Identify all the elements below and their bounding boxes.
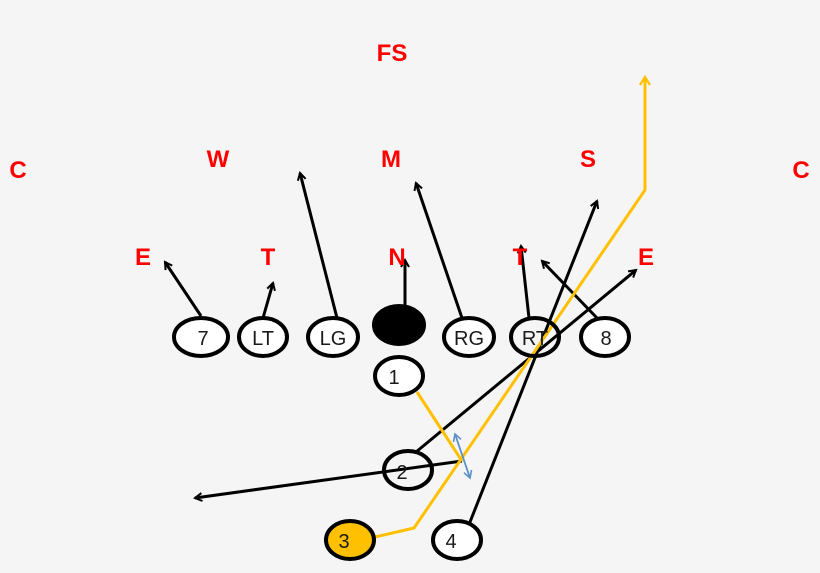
player-center	[372, 304, 426, 346]
player-lg	[306, 316, 360, 358]
route-4	[468, 201, 597, 523]
route-3-ball	[374, 74, 651, 539]
route-2-pitch	[195, 459, 463, 498]
player-4-label: 4	[445, 531, 456, 553]
defender-sam: S	[580, 146, 596, 173]
defender-end-left: E	[135, 244, 151, 271]
defender-corner-left: C	[9, 157, 26, 184]
player-8-label: 8	[600, 328, 611, 350]
route-lt	[261, 283, 273, 319]
defender-fs: FS	[377, 40, 408, 67]
player-1-label: 1	[388, 367, 399, 389]
player-7-label: 7	[197, 328, 208, 350]
player-rt-label: RT	[522, 328, 548, 350]
defender-will: W	[207, 146, 230, 173]
player-lt	[237, 316, 289, 358]
route-lg	[300, 173, 339, 319]
defender-tackle-left: T	[261, 244, 276, 271]
player-7	[172, 316, 230, 358]
player-8	[579, 316, 631, 358]
route-2-kickout	[415, 270, 636, 454]
player-3-label: 3	[338, 531, 349, 553]
route-rt	[521, 246, 531, 319]
route-rg	[416, 183, 464, 319]
player-lt-label: LT	[252, 328, 274, 350]
player-rg-label: RG	[454, 328, 484, 350]
player-3	[324, 519, 376, 561]
player-2	[382, 449, 434, 491]
player-1	[373, 355, 425, 397]
player-rg	[442, 316, 496, 358]
defender-tackle-right: T	[513, 244, 528, 271]
route-7	[163, 262, 203, 317]
player-4	[431, 519, 483, 561]
player-2-label: 2	[396, 462, 407, 484]
route-1-ball	[415, 391, 464, 462]
defender-corner-right: C	[792, 157, 809, 184]
motion-double-arrow	[452, 432, 473, 480]
player-lg-label: LG	[320, 328, 347, 350]
defender-mike: M	[381, 146, 401, 173]
defender-end-right: E	[638, 244, 654, 271]
defender-nose: N	[388, 244, 405, 271]
player-rt	[509, 316, 561, 358]
